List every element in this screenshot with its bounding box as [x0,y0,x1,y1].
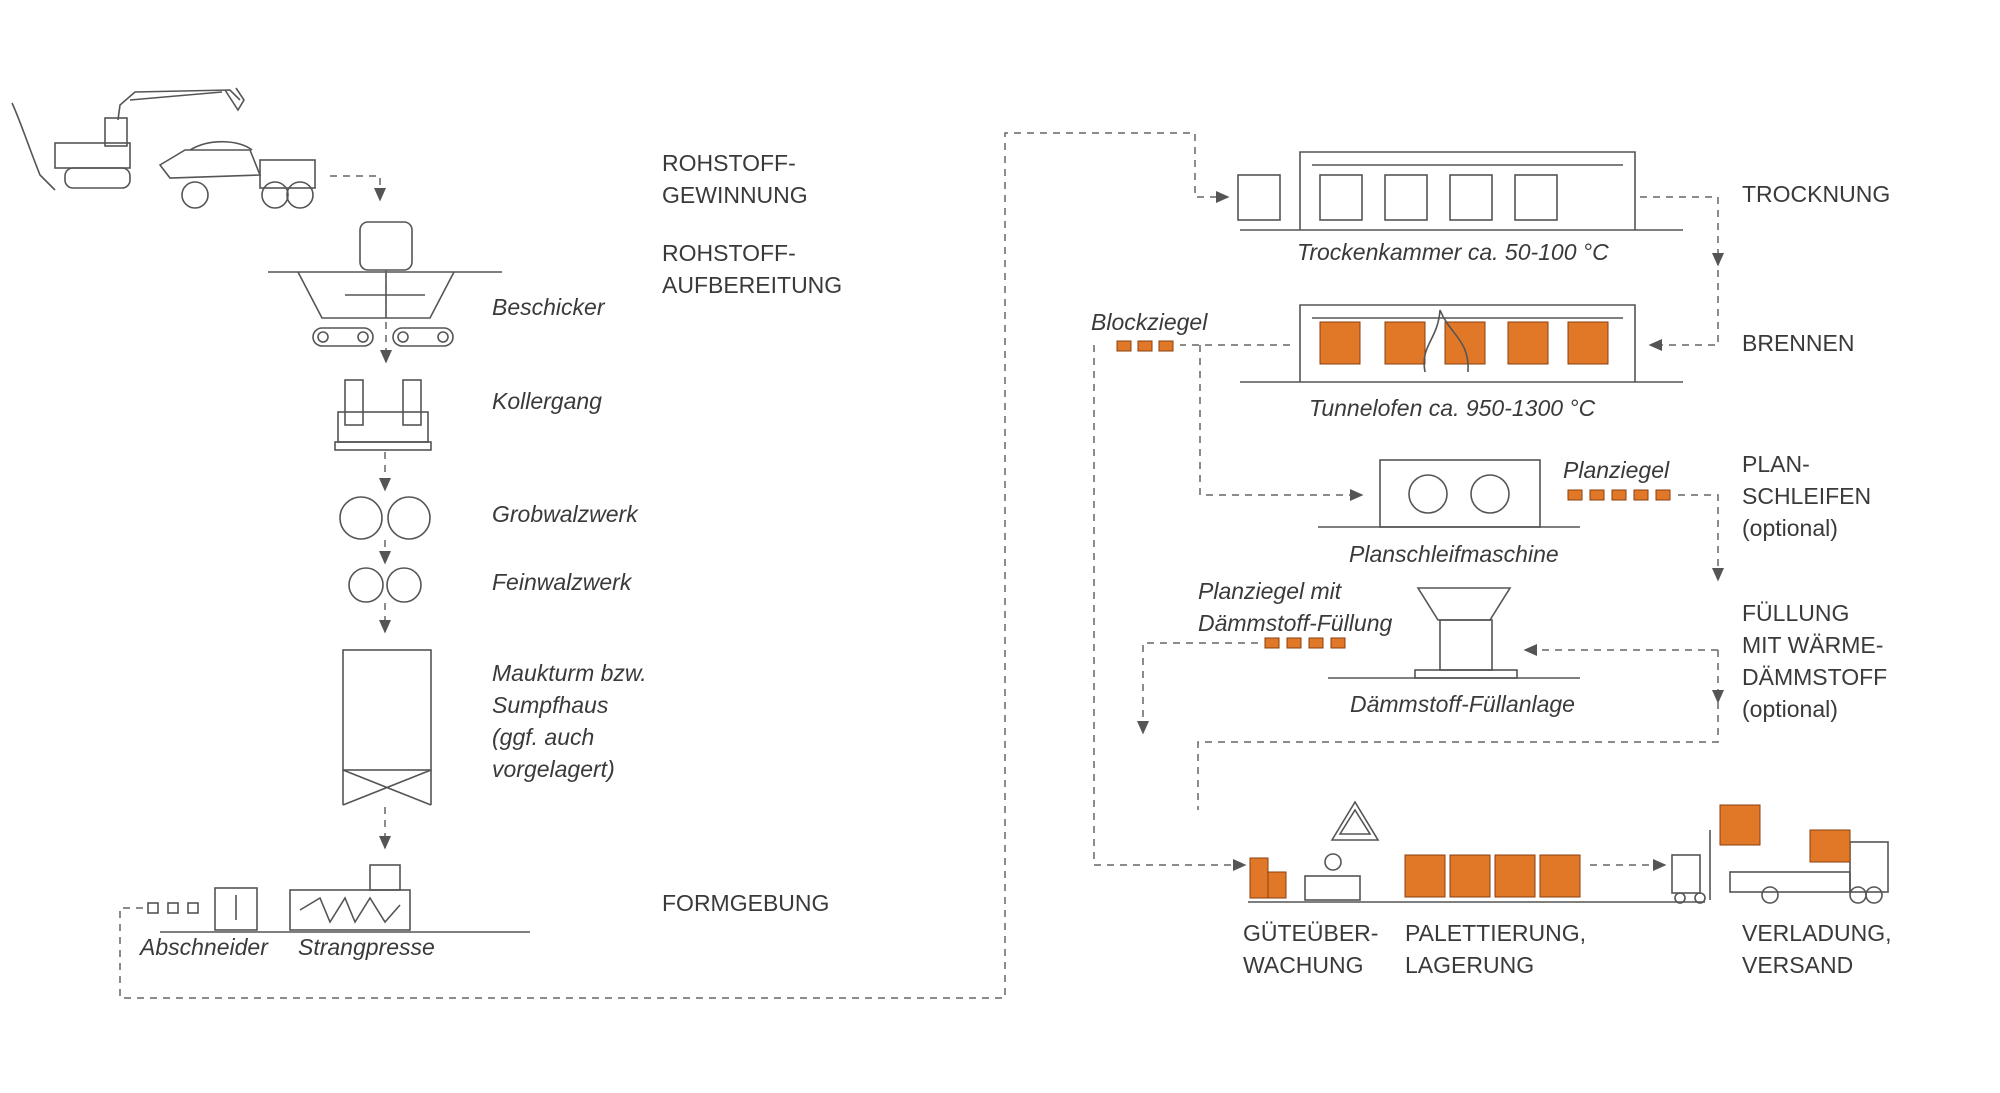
beschicker-machine-icon [268,221,502,347]
label-feinwalzwerk: Feinwalzwerk [492,569,632,595]
trockenkammer-icon [1237,151,1683,231]
label-maukturm: Maukturm bzw. Sumpfhaus (ggf. auch vorge… [492,660,647,782]
label-abschneider: Abschneider [140,934,268,960]
label-planschleifmaschine: Planschleifmaschine [1349,541,1559,567]
label-planziegel-fuellung: Planziegel mit Dämmstoff-Füllung [1198,578,1393,636]
step-fuellung: FÜLLUNG MIT WÄRME- DÄMMSTOFF (optional) [1742,600,1888,722]
planschleifmaschine-icon [1318,459,1580,528]
step-palettierung: PALETTIERUNG, LAGERUNG [1405,920,1587,978]
label-kollergang: Kollergang [492,388,602,414]
flow-arrows [119,132,1724,999]
fuellanlage-icon [1328,587,1580,679]
label-blockziegel: Blockziegel [1091,309,1208,335]
maukturm-icon [342,649,432,806]
label-trockenkammer: Trockenkammer ca. 50-100 °C [1297,239,1609,265]
step-brennen: BRENNEN [1742,330,1855,356]
step-rohstoff-gewinnung: ROHSTOFF- GEWINNUNG [662,150,808,208]
planziegel-bricks [1567,489,1671,501]
dump-truck-icon [158,140,316,209]
step-rohstoff-aufbereitung: ROHSTOFF- AUFBEREITUNG [662,240,843,298]
step-formgebung: FORMGEBUNG [662,890,830,916]
label-grobwalzwerk: Grobwalzwerk [492,501,638,527]
forklift-icon [1671,804,1761,904]
label-daemmstoff-fuellanlage: Dämmstoff-Füllanlage [1350,691,1575,717]
tunnelofen-icon [1240,304,1683,383]
grobwalzwerk-icon [339,496,431,540]
step-verladung: VERLADUNG, VERSAND [1742,920,1892,978]
step-planschleifen: PLAN- SCHLEIFEN (optional) [1742,451,1872,541]
strang-bricks [147,902,199,914]
feinwalzwerk-icon [348,567,422,603]
truck-icon [1729,829,1889,904]
warning-triangle-icon [1330,800,1380,841]
planziegel-fuellung-bricks [1264,637,1346,649]
pallet-stacks-icon [1404,854,1581,898]
blockziegel-bricks [1116,340,1174,352]
label-beschicker: Beschicker [492,294,605,320]
step-trocknung: TROCKNUNG [1742,181,1891,207]
strangpresse-icon [160,864,530,933]
step-gueteueberwachung: GÜTEÜBER- WACHUNG [1243,920,1379,978]
label-planziegel: Planziegel [1563,457,1670,483]
label-tunnelofen: Tunnelofen ca. 950-1300 °C [1309,395,1596,421]
kollergang-machine-icon [334,379,432,451]
quality-control-icon [1248,853,1705,903]
excavator-icon [11,87,245,191]
label-strangpresse: Strangpresse [298,934,435,960]
